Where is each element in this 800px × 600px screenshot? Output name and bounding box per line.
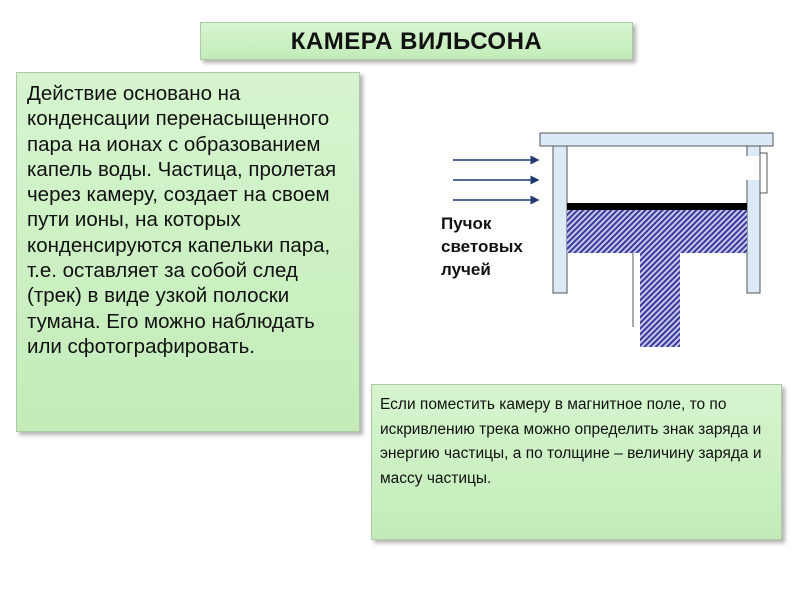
- gelatin-layer: [567, 203, 747, 210]
- magnetic-field-text-box: Если поместить камеру в магнитное поле, …: [371, 384, 782, 540]
- slide-title: КАМЕРА ВИЛЬСОНА: [200, 22, 633, 60]
- light-beam-arrows: [453, 155, 540, 205]
- label-line: световых: [441, 237, 523, 256]
- window: [759, 152, 768, 194]
- piston: [567, 210, 747, 253]
- light-beam-label: Пучок световых лучей: [441, 212, 523, 281]
- label-line: Пучок: [441, 214, 492, 233]
- chamber-lid: [539, 132, 774, 147]
- piston-rod: [640, 253, 680, 347]
- label-line: лучей: [441, 260, 491, 279]
- principle-text-box: Действие основано на конденсации перенас…: [16, 72, 360, 432]
- left-wall: [552, 145, 568, 294]
